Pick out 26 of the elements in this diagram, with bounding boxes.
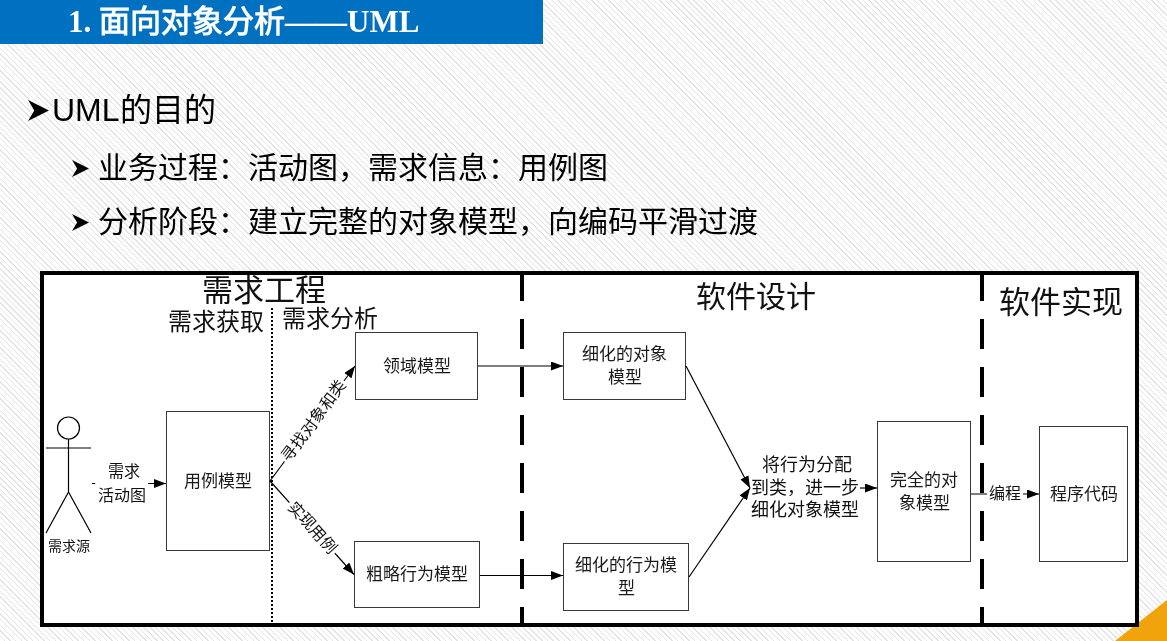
arrow xyxy=(859,483,878,493)
process-box: 细化的行为模型 xyxy=(563,543,689,611)
bullet-text: UML的目的 xyxy=(52,91,216,129)
swimlane xyxy=(984,271,1139,627)
bullet-text: 业务过程：活动图，需求信息：用例图 xyxy=(98,150,608,186)
process-box: 完全的对象模型 xyxy=(877,421,971,562)
process-box: 粗略行为模型 xyxy=(354,541,480,608)
arrow xyxy=(479,571,564,580)
annotation-text: 将行为分配到类，进一步细化对象模型 xyxy=(750,454,860,522)
swimlane xyxy=(40,271,524,627)
arrow xyxy=(688,487,751,578)
lane-heading: 需求工程 xyxy=(202,274,326,306)
bullet-text: 分析阶段：建立完整的对象模型，向编码平滑过渡 xyxy=(98,204,758,240)
process-box: 用例模型 xyxy=(166,411,270,551)
arrow xyxy=(477,361,564,371)
actor-label: 需求源 xyxy=(46,538,91,554)
lane-heading: 软件实现 xyxy=(999,285,1123,319)
process-box: 细化的对象模型 xyxy=(563,332,686,400)
title-bar: 1. 面向对象分析——UML xyxy=(0,0,543,44)
process-box: 领域模型 xyxy=(355,332,478,400)
swimlane xyxy=(524,271,984,627)
arrow xyxy=(685,365,751,489)
lane-heading: 需求分析 xyxy=(282,306,378,332)
lane-heading: 需求获取 xyxy=(168,309,264,335)
lane-heading: 软件设计 xyxy=(696,280,816,314)
process-box: 程序代码 xyxy=(1039,426,1128,562)
